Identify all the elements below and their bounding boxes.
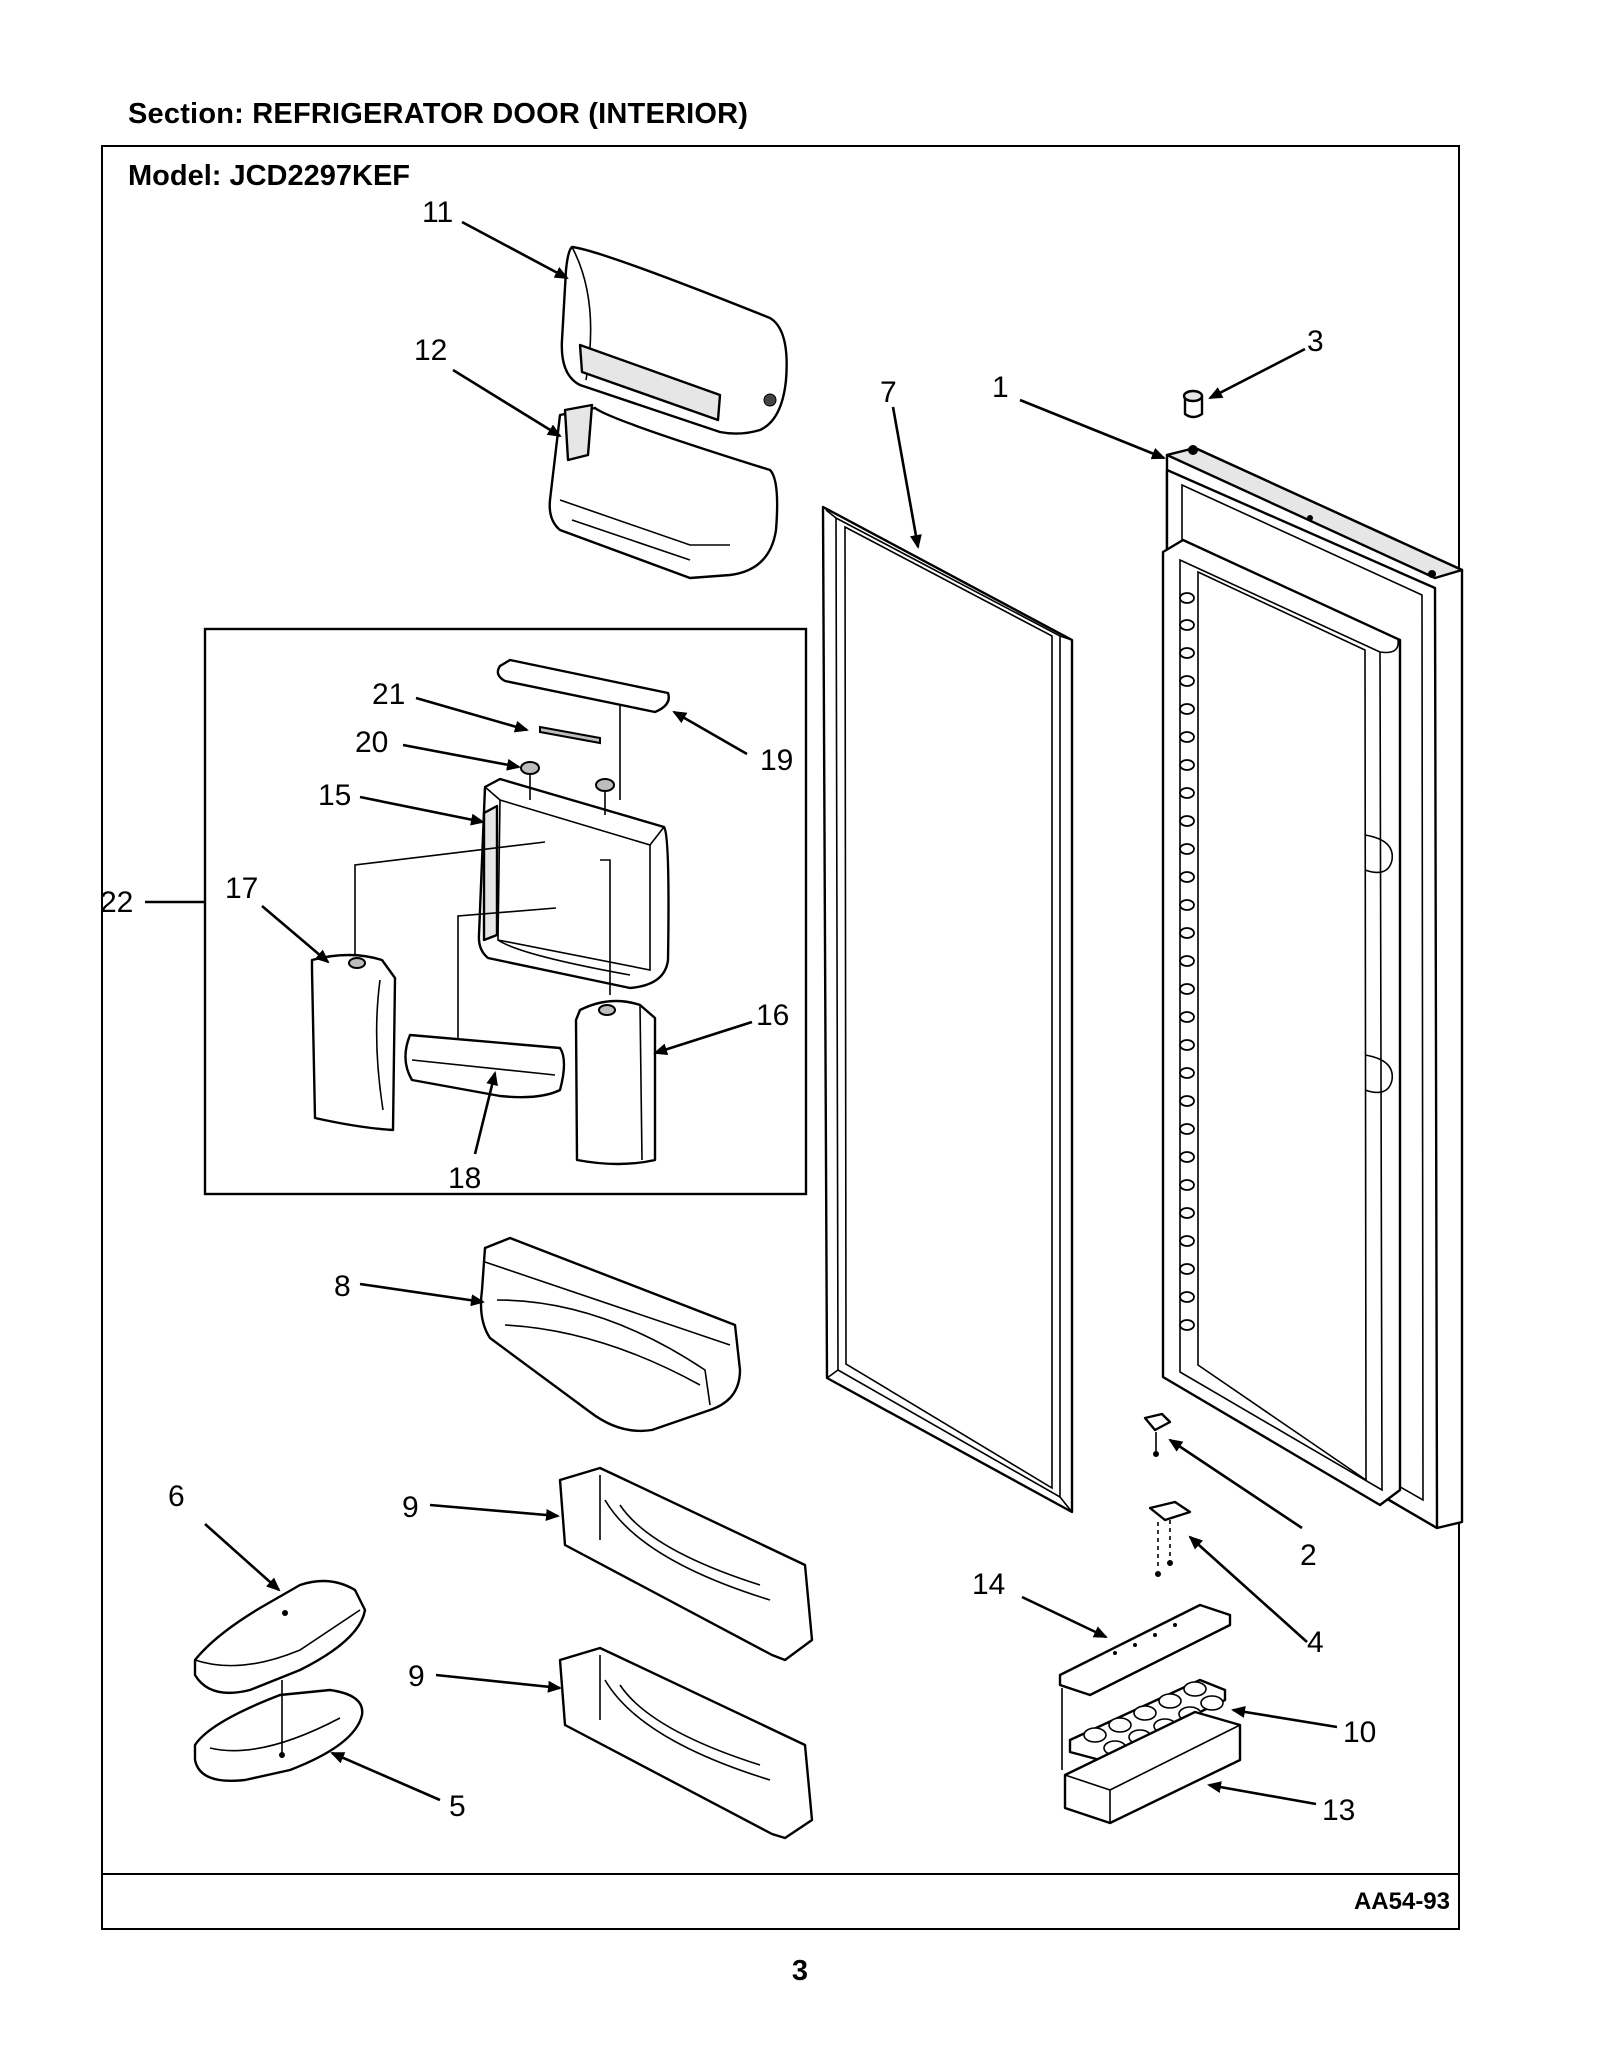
part-11-dairy-door (560, 245, 788, 435)
diagram-code: AA54-93 (1353, 1888, 1450, 1915)
callout-19: 19 (760, 744, 793, 777)
model-label: Model: JCD2297KEF (128, 160, 411, 192)
part-13-egg-bin (1063, 1710, 1242, 1825)
callout-2: 2 (1300, 1539, 1317, 1572)
callout-17: 17 (225, 872, 258, 905)
page-number: 3 (791, 1955, 809, 1987)
part-15-module-frame (477, 777, 670, 990)
part-4-hinge (1148, 1500, 1192, 1577)
callout-11: 11 (422, 196, 453, 229)
part-5-butter-tray (193, 1680, 364, 1782)
part-2-bracket (1143, 1412, 1172, 1457)
callout-20: 20 (355, 726, 388, 759)
callout-4: 4 (1307, 1626, 1324, 1659)
part-8-door-bin (479, 1236, 742, 1433)
callout-labels: 1 2 3 4 5 6 7 8 9 9 10 11 12 13 14 15 16… (100, 196, 1376, 1827)
callout-13: 13 (1322, 1794, 1355, 1827)
callout-15: 15 (318, 779, 351, 812)
part-14-egg-cover (1058, 1603, 1232, 1697)
callout-5: 5 (449, 1790, 466, 1823)
callout-8: 8 (334, 1270, 351, 1303)
callout-22: 22 (100, 886, 133, 919)
part-16-right-pod (574, 999, 657, 1166)
part-1-door-assembly (1161, 445, 1464, 1530)
footer-divider (101, 1873, 1460, 1875)
callout-7: 7 (880, 376, 897, 409)
part-3-hinge-cap (1182, 389, 1204, 419)
part-20-knobs (520, 761, 615, 792)
part-19-lid (496, 658, 670, 714)
part-10-egg-tray (1061, 1678, 1227, 1770)
part-9-door-bin-lower (558, 1646, 814, 1840)
part-12-dairy-bin (548, 403, 779, 580)
assembly-22-box (203, 627, 808, 1196)
part-7-door-gasket (821, 505, 1074, 1514)
callout-1: 1 (992, 371, 1009, 404)
callout-9-lower: 9 (408, 1660, 425, 1693)
assembly-guide-lines (354, 705, 621, 1070)
callout-21: 21 (372, 678, 405, 711)
callout-6: 6 (168, 1480, 185, 1513)
callout-3: 3 (1307, 325, 1324, 358)
section-title: Section: REFRIGERATOR DOOR (INTERIOR) (128, 98, 749, 130)
callout-10: 10 (1343, 1716, 1376, 1749)
callout-9-upper: 9 (402, 1491, 419, 1524)
callout-14: 14 (972, 1568, 1005, 1601)
part-18-tray (404, 1033, 566, 1099)
callout-18: 18 (448, 1162, 481, 1195)
leader-lines (145, 220, 1338, 1806)
callout-12: 12 (414, 334, 447, 367)
callout-16: 16 (756, 999, 789, 1032)
part-9-door-bin-upper (558, 1466, 814, 1662)
part-21-rod (539, 725, 601, 745)
part-6-butter-cover (193, 1579, 367, 1694)
part-17-left-pod (310, 953, 397, 1132)
